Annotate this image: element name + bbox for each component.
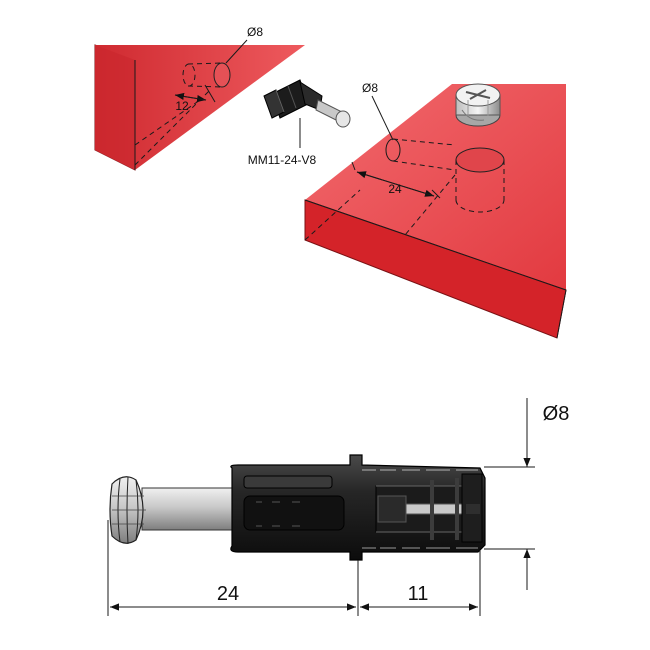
cam-lock: [455, 83, 501, 127]
connector-part-small: MM11-24-V8: [248, 79, 351, 167]
left-hole-depth-label: 12: [175, 99, 189, 113]
right-panel-top: [305, 84, 566, 290]
connector-sleeve: [362, 469, 483, 549]
right-panel: Ø8 24: [304, 81, 567, 339]
left-hole-diameter-label: Ø8: [247, 25, 263, 39]
length-left-label: 24: [217, 583, 239, 605]
part-code-label: MM11-24-V8: [248, 153, 317, 167]
left-panel: 12 Ø8: [94, 25, 305, 171]
length-right-label: 11: [408, 583, 429, 605]
left-hole: [213, 62, 231, 88]
left-panel-face: [95, 45, 305, 170]
panel-hole-diameter-label: Ø8: [362, 81, 378, 95]
connector-part-drawing: Ø8 24 11: [107, 398, 570, 616]
connector-head: [109, 476, 146, 545]
cam-hole-top: [455, 147, 505, 173]
connector-shaft: [141, 487, 235, 531]
diameter-label: Ø8: [543, 403, 570, 425]
panel-distance-label: 24: [388, 182, 402, 196]
